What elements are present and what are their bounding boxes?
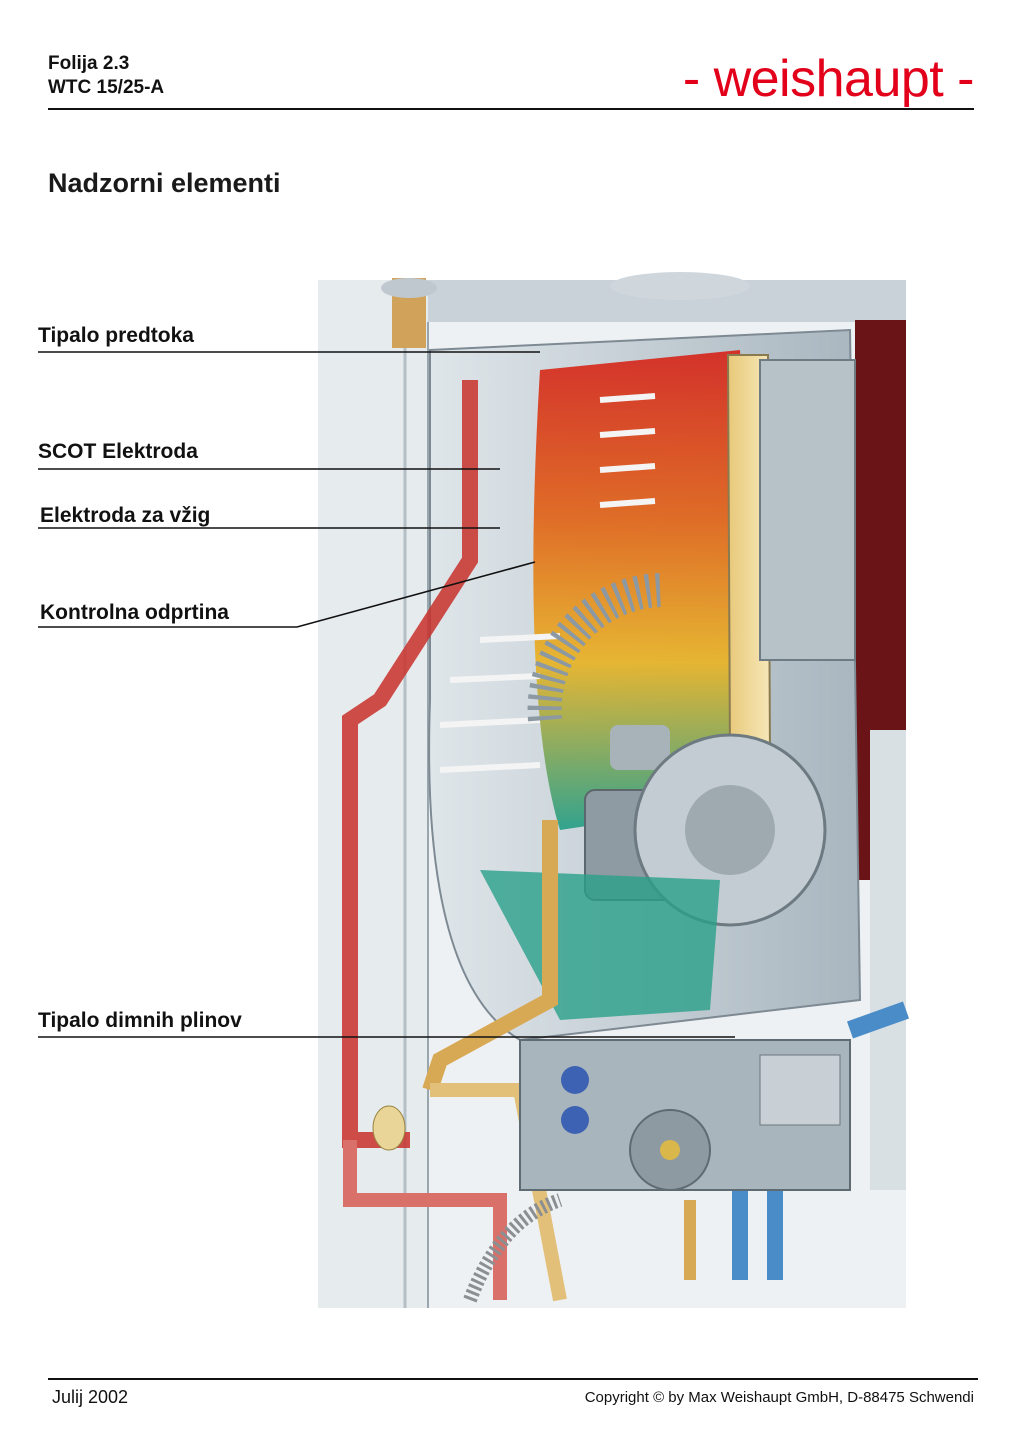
footer-date: Julij 2002 — [52, 1387, 129, 1407]
brand-logo: - weishaupt - — [682, 50, 975, 108]
label-inspection-port: Kontrolna odprtina — [40, 601, 229, 624]
pump-assembly — [372, 1039, 851, 1303]
footer-copyright: Copyright © by Max Weishaupt GmbH, D-884… — [584, 1389, 974, 1406]
slide-number: Folija 2.3 — [48, 53, 130, 74]
leader-lines — [38, 351, 735, 1038]
label-ignition-electrode: Elektroda za vžig — [40, 504, 211, 527]
header-rule — [48, 108, 974, 110]
label-scot-electrode: SCOT Elektroda — [38, 440, 198, 463]
label-flue-gas-sensor: Tipalo dimnih plinov — [38, 1009, 242, 1032]
model-name: WTC 15/25-A — [48, 77, 165, 98]
footer-rule — [48, 1378, 978, 1380]
header-info: Folija 2.3 WTC 15/25-A — [48, 52, 164, 100]
heat-exchanger — [428, 328, 862, 1042]
page-title: Nadzorni elementi — [48, 168, 281, 198]
label-flow-sensor: Tipalo predtoka — [38, 324, 194, 347]
